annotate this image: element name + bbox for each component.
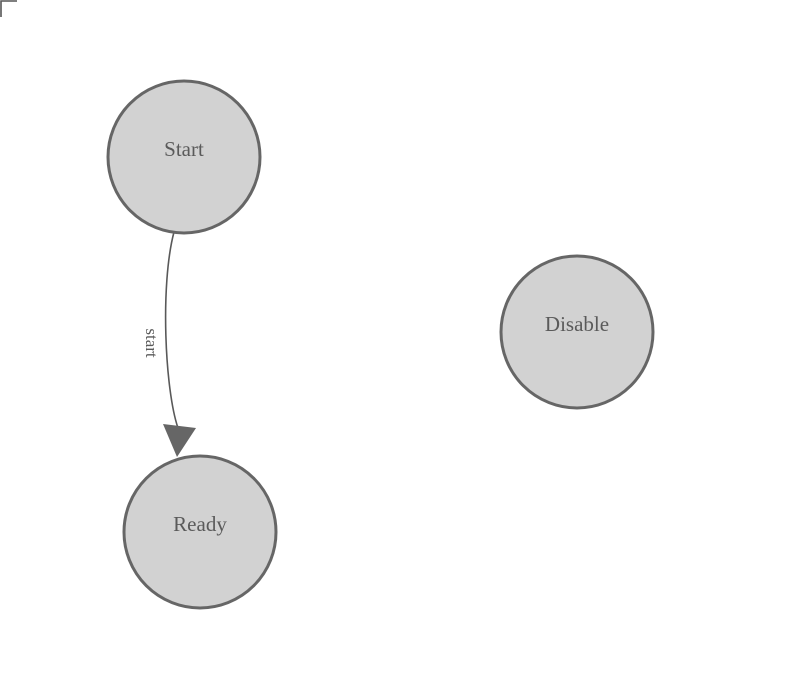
node-start[interactable]: Start [106, 79, 262, 235]
node-disable[interactable]: Disable [499, 254, 655, 410]
node-ready-label: Ready [173, 512, 227, 536]
edge-start-to-ready[interactable]: start [142, 231, 196, 457]
node-ready-circle[interactable] [122, 454, 278, 610]
node-disable-label: Disable [545, 312, 609, 336]
arrowhead-icon [163, 424, 196, 457]
node-ready[interactable]: Ready [122, 454, 278, 610]
node-start-circle[interactable] [106, 79, 262, 235]
edge-label-start: start [142, 328, 161, 358]
edge-line-start-to-ready [164, 231, 179, 429]
node-disable-circle[interactable] [499, 254, 655, 410]
node-start-label: Start [164, 137, 204, 161]
crop-corner-mark [0, 0, 17, 17]
